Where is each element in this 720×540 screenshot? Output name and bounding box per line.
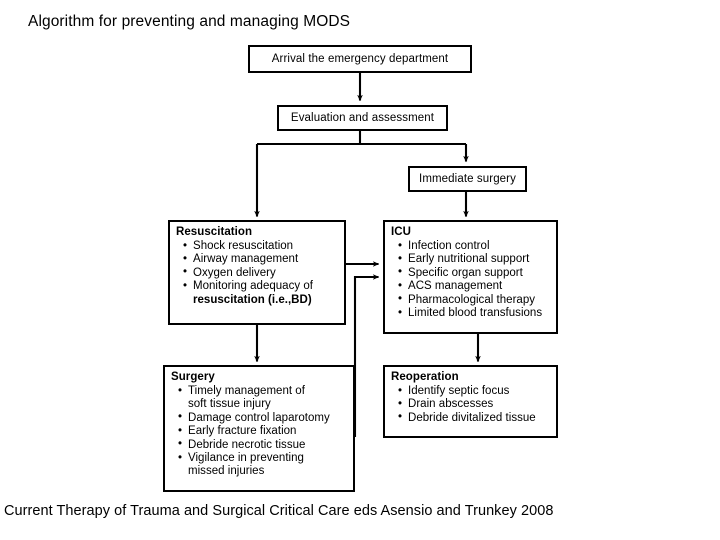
node-reoperation-heading: Reoperation bbox=[391, 371, 459, 383]
list-item: Airway management bbox=[183, 253, 339, 267]
node-surgery-list: Timely management of soft tissue injury … bbox=[171, 385, 348, 479]
list-item: Early fracture fixation bbox=[178, 425, 348, 439]
node-icu-heading: ICU bbox=[391, 226, 411, 238]
list-item-line: soft tissue injury bbox=[188, 398, 271, 411]
node-immediate-surgery[interactable]: Immediate surgery bbox=[408, 166, 527, 192]
list-item-line: resuscitation (i.e.,BD) bbox=[193, 293, 312, 306]
list-item-line: Timely management of bbox=[188, 385, 305, 397]
list-item: Vigilance in preventing missed injuries bbox=[178, 452, 348, 479]
list-item: Shock resuscitation bbox=[183, 239, 339, 253]
node-arrival-label: Arrival the emergency department bbox=[271, 53, 449, 65]
list-item-line: Vigilance in preventing bbox=[188, 452, 304, 465]
node-arrival[interactable]: Arrival the emergency department bbox=[248, 45, 472, 73]
list-item: Damage control laparotomy bbox=[178, 411, 348, 425]
page-title: Algorithm for preventing and managing MO… bbox=[28, 13, 351, 30]
node-evaluation[interactable]: Evaluation and assessment bbox=[277, 105, 448, 131]
node-resuscitation-list: Shock resuscitation Airway management Ox… bbox=[176, 239, 339, 307]
list-item: Pharmacological therapy bbox=[398, 293, 551, 307]
list-item: Early nutritional support bbox=[398, 253, 551, 267]
node-surgery-heading: Surgery bbox=[171, 371, 215, 383]
node-reoperation[interactable]: Reoperation Identify septic focus Drain … bbox=[383, 365, 558, 438]
list-item: ACS management bbox=[398, 280, 551, 294]
list-item: Drain abscesses bbox=[398, 398, 551, 412]
node-resuscitation[interactable]: Resuscitation Shock resuscitation Airway… bbox=[168, 220, 346, 325]
list-item-line: missed injuries bbox=[188, 465, 265, 478]
list-item: Debride divitalized tissue bbox=[398, 411, 551, 425]
list-item: Specific organ support bbox=[398, 266, 551, 280]
node-evaluation-label: Evaluation and assessment bbox=[290, 112, 435, 124]
list-item-line: Monitoring adequacy of bbox=[193, 280, 313, 293]
node-icu[interactable]: ICU Infection control Early nutritional … bbox=[383, 220, 558, 334]
list-item: Timely management of soft tissue injury bbox=[178, 385, 348, 412]
list-item: Identify septic focus bbox=[398, 384, 551, 398]
node-icu-list: Infection control Early nutritional supp… bbox=[391, 239, 551, 321]
node-resuscitation-heading: Resuscitation bbox=[176, 226, 253, 238]
list-item: Debride necrotic tissue bbox=[178, 438, 348, 452]
list-item: Monitoring adequacy of resuscitation (i.… bbox=[183, 280, 339, 307]
source-caption: Current Therapy of Trauma and Surgical C… bbox=[4, 503, 554, 519]
edge-surgery-icu bbox=[353, 274, 380, 437]
node-surgery[interactable]: Surgery Timely management of soft tissue… bbox=[163, 365, 355, 492]
node-reoperation-list: Identify septic focus Drain abscesses De… bbox=[391, 384, 551, 425]
node-immediate-surgery-label: Immediate surgery bbox=[419, 173, 516, 185]
list-item: Infection control bbox=[398, 239, 551, 253]
list-item: Oxygen delivery bbox=[183, 266, 339, 280]
list-item: Limited blood transfusions bbox=[398, 307, 551, 321]
